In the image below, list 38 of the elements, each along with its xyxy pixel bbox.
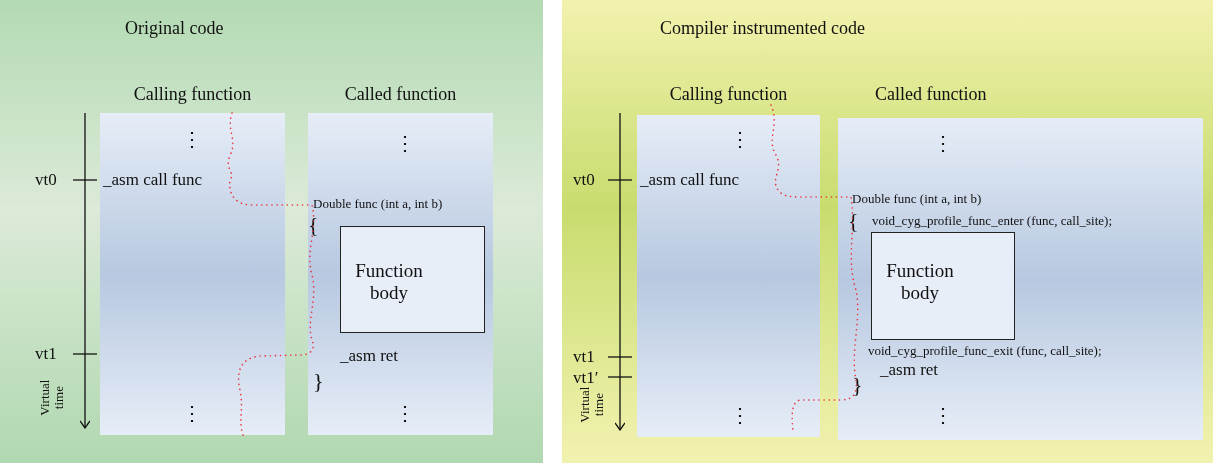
ellipsis-dots: ⋮ xyxy=(933,132,953,155)
box-label: Function body xyxy=(885,260,955,304)
column-heading: Called function xyxy=(343,84,458,105)
code-line: void_cyg_profile_func_exit (func, call_site); xyxy=(868,344,1102,359)
code-line: _asm ret xyxy=(880,360,939,380)
axis-title: Virtual time xyxy=(38,378,66,418)
column-heading: Called function xyxy=(875,84,987,105)
code-line: Double func (int a, int b) xyxy=(852,192,982,207)
code-line: void_cyg_profile_func_enter (func, call_site); xyxy=(872,214,1113,229)
box-label: Function body xyxy=(354,260,424,304)
code-panel xyxy=(0,0,543,463)
function-body-box xyxy=(871,232,1015,340)
code-line: Double func (int a, int b) xyxy=(313,197,443,212)
column-heading: Calling function xyxy=(668,84,789,105)
ellipsis-dots: ⋮ xyxy=(395,132,415,155)
ellipsis-dots: ⋮ xyxy=(182,402,202,425)
time-mark: vt1 xyxy=(35,344,57,364)
time-mark: vt0 xyxy=(573,170,595,190)
panel-title: Compiler instrumented code xyxy=(660,18,865,39)
ellipsis-dots: ⋮ xyxy=(395,402,415,425)
code-line: _asm call func xyxy=(640,170,740,190)
brace: { xyxy=(308,212,319,238)
ellipsis-dots: ⋮ xyxy=(730,128,750,151)
column-heading: Calling function xyxy=(132,84,253,105)
code-line: _asm ret xyxy=(340,346,399,366)
time-mark: vt1′ xyxy=(573,368,599,387)
time-mark: vt1 xyxy=(573,347,595,367)
ellipsis-dots: ⋮ xyxy=(933,404,953,427)
ellipsis-dots: ⋮ xyxy=(182,128,202,151)
time-mark: vt0 xyxy=(35,170,57,190)
function-body-box xyxy=(340,226,485,333)
axis-title: Virtual time xyxy=(578,385,606,425)
ellipsis-dots: ⋮ xyxy=(730,404,750,427)
code-line: _asm call func xyxy=(103,170,203,190)
code-panel xyxy=(562,0,1213,463)
panel-title: Original code xyxy=(125,18,224,39)
brace: } xyxy=(313,368,324,394)
brace: } xyxy=(852,372,863,398)
